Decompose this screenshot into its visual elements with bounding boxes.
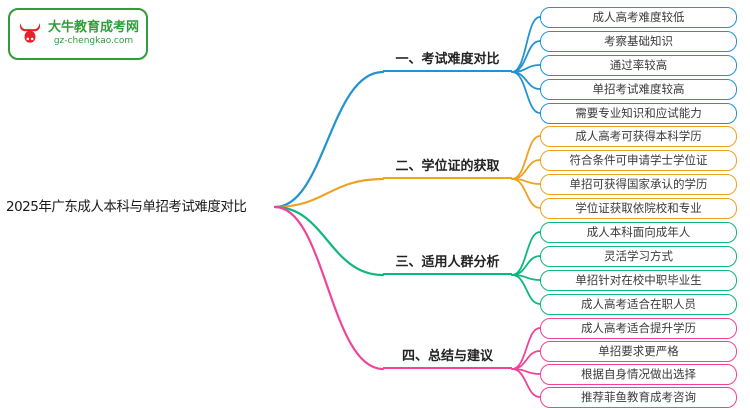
branch-target-audience-analysis: 三、适用人群分析 (383, 251, 512, 275)
leaf-node: 成人本科面向成年人 (540, 221, 737, 243)
branch-degree-acquisition: 二、学位证的获取 (383, 155, 512, 179)
leaf-node: 根据自身情况做出选择 (540, 363, 737, 385)
leaf-node: 单招要求更严格 (540, 340, 737, 362)
branch-summary-and-suggestions: 四、总结与建议 (383, 345, 512, 369)
leaf-node: 成人高考适合在职人员 (540, 293, 737, 315)
leaf-node: 通过率较高 (540, 54, 737, 76)
branch-3-links (273, 205, 541, 305)
site-url: gz-chengkao.com (53, 36, 134, 47)
leaf-node: 符合条件可申请学士学位证 (540, 149, 737, 171)
leaf-node: 单招针对在校中职毕业生 (540, 269, 737, 291)
central-topic: 2025年广东成人本科与单招考试难度对比 (6, 199, 247, 215)
site-logo: 大牛教育成考网 gz-chengkao.com (8, 8, 148, 60)
leaf-node: 需要专业知识和应试能力 (540, 102, 737, 124)
branch-2-links (273, 135, 541, 209)
leaf-node: 单招可获得国家承认的学历 (540, 173, 737, 195)
leaf-node: 推荐菲鱼教育成考咨询 (540, 386, 737, 408)
leaf-node: 单招考试难度较高 (540, 78, 737, 100)
leaf-node: 学位证获取依院校和专业 (540, 197, 737, 219)
leaf-node: 成人高考适合提升学历 (540, 317, 737, 339)
leaf-node: 成人高考难度较低 (540, 6, 737, 28)
site-name: 大牛教育成考网 (47, 20, 139, 36)
branch-exam-difficulty-comparison: 一、考试难度对比 (383, 48, 512, 72)
leaf-node: 成人高考可获得本科学历 (540, 125, 737, 147)
branch-1-links (273, 16, 541, 209)
branch-4-links (273, 205, 541, 398)
leaf-node: 考察基础知识 (540, 30, 737, 52)
leaf-node: 灵活学习方式 (540, 245, 737, 267)
bull-logo-icon (19, 23, 41, 43)
